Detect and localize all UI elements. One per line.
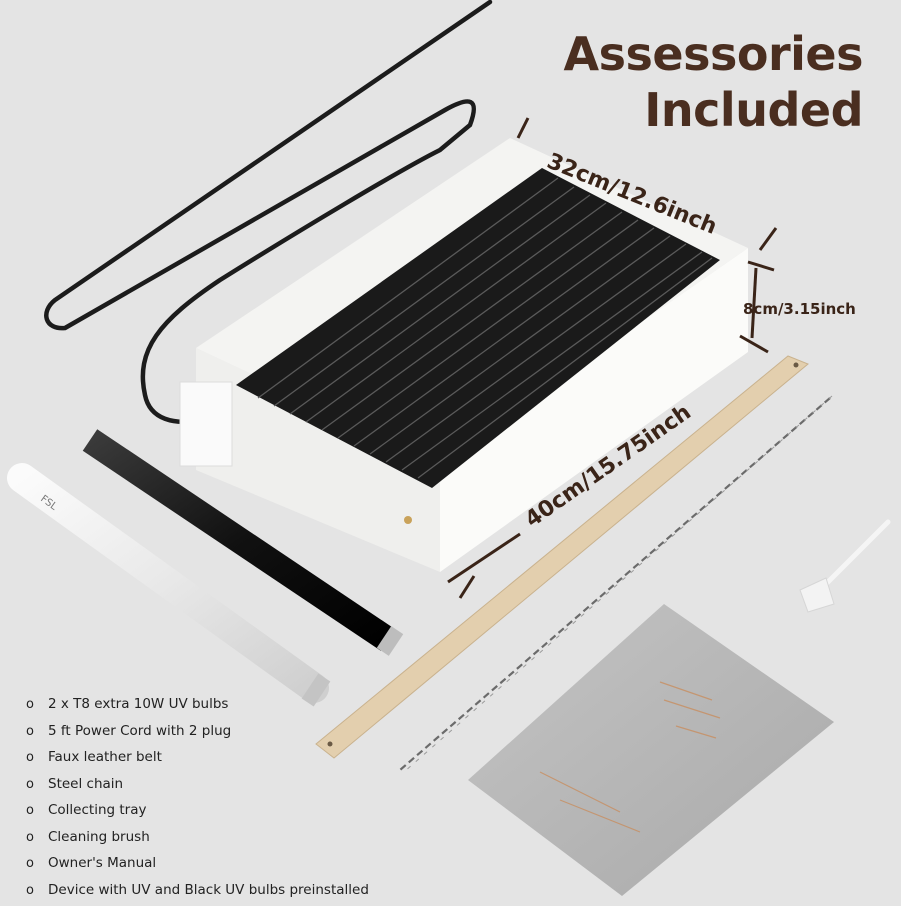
bullet-icon: o [26,828,48,848]
bullet-icon: o [26,801,48,821]
cleaning-brush [800,522,888,612]
bullet-icon: o [26,854,48,874]
owners-manual [468,604,834,896]
dimension-height-label: 8cm/3.15inch [743,300,856,318]
bullet-icon: o [26,748,48,768]
collecting-tray-handle [180,382,232,466]
bullet-icon: o [26,775,48,795]
device-screw [404,516,412,524]
bullet-icon: o [26,695,48,715]
bullet-icon: o [26,722,48,742]
bullet-icon: o [26,881,48,901]
